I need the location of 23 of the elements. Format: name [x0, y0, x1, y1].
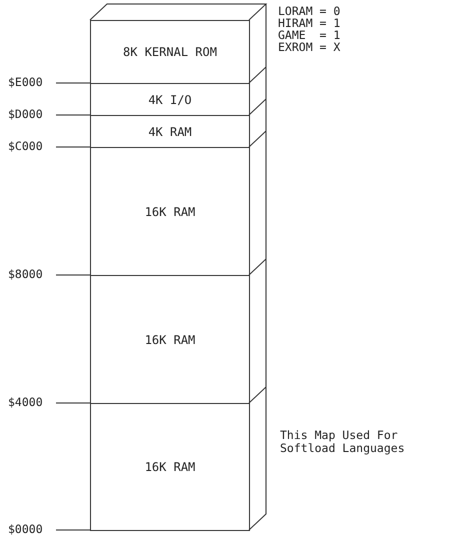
- address-label: $8000: [8, 269, 43, 280]
- memory-segment: [90, 275, 250, 404]
- segment-label: 4K RAM: [148, 124, 192, 138]
- address-label: $4000: [8, 397, 43, 408]
- segment-label: 16K RAM: [144, 204, 196, 218]
- address-label: $0000: [8, 524, 43, 536]
- memory-segment: [90, 403, 250, 531]
- control-line-setting: HIRAM = 1: [278, 18, 340, 30]
- memory-segment: [90, 20, 250, 84]
- control-line-setting: EXROM = X: [278, 42, 340, 54]
- memory-segment: [90, 83, 250, 116]
- memory-segment: [90, 147, 250, 276]
- memory-segment: [90, 115, 250, 148]
- segment-label: 8K KERNAL ROM: [123, 45, 217, 59]
- control-line-setting: GAME = 1: [278, 30, 340, 42]
- note-text: This Map Used For Softload Languages: [280, 429, 406, 454]
- control-line-setting: LORAM = 0: [278, 6, 340, 18]
- segment-label: 16K RAM: [144, 332, 196, 346]
- address-label: $E000: [8, 77, 43, 88]
- segment-label: 16K RAM: [144, 460, 196, 474]
- segment-label: 4K I/O: [148, 92, 192, 106]
- address-label: $D000: [8, 109, 43, 120]
- address-label: $C000: [8, 141, 43, 152]
